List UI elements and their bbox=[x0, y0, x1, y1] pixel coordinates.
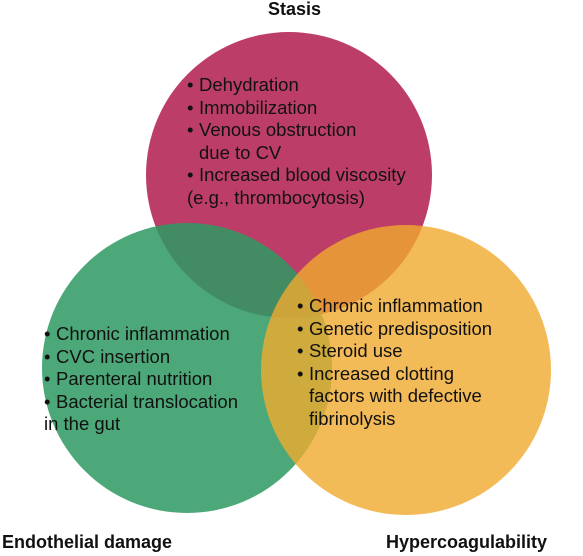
hypercoagulability-circle bbox=[261, 225, 551, 515]
bullet-icon: • bbox=[187, 74, 194, 95]
bullet-icon: • bbox=[297, 295, 304, 316]
endothelial-damage-list: •Chronic inflammation •CVC insertion •Pa… bbox=[44, 323, 238, 436]
endothelial-damage-label: Endothelial damage bbox=[2, 532, 173, 552]
stasis-list: •Dehydration •Immobilization •Venous obs… bbox=[187, 74, 406, 209]
stasis-label: Stasis bbox=[268, 0, 322, 19]
bullet-icon: • bbox=[187, 164, 194, 185]
list-item: •Immobilization bbox=[187, 96, 318, 118]
bullet-icon: • bbox=[187, 96, 194, 118]
list-item: •Genetic predisposition bbox=[297, 317, 493, 339]
list-item: •Chronic inflammation bbox=[297, 295, 483, 316]
hypercoagulability-label: Hypercoagulability bbox=[386, 532, 548, 552]
hypercoagulability-list: •Chronic inflammation •Genetic predispos… bbox=[297, 295, 492, 430]
list-item: •CVC insertion bbox=[44, 345, 171, 367]
bullet-icon: • bbox=[44, 345, 51, 367]
bullet-icon: • bbox=[44, 323, 51, 344]
list-item: •Chronic inflammation bbox=[44, 323, 230, 344]
bullet-icon: • bbox=[44, 368, 51, 389]
bullet-icon: • bbox=[297, 317, 304, 339]
bullet-icon: • bbox=[297, 362, 304, 384]
bullet-icon: • bbox=[187, 119, 194, 140]
list-item: •Steroid use bbox=[297, 340, 403, 361]
bullet-icon: • bbox=[297, 340, 304, 361]
list-item: •Dehydration bbox=[187, 74, 299, 95]
bullet-icon: • bbox=[44, 390, 51, 412]
list-item: •Parenteral nutrition bbox=[44, 368, 213, 389]
endothelial-damage-circle bbox=[42, 223, 332, 513]
list-item: •Increased blood viscosity(e.g., thrombo… bbox=[187, 164, 406, 208]
